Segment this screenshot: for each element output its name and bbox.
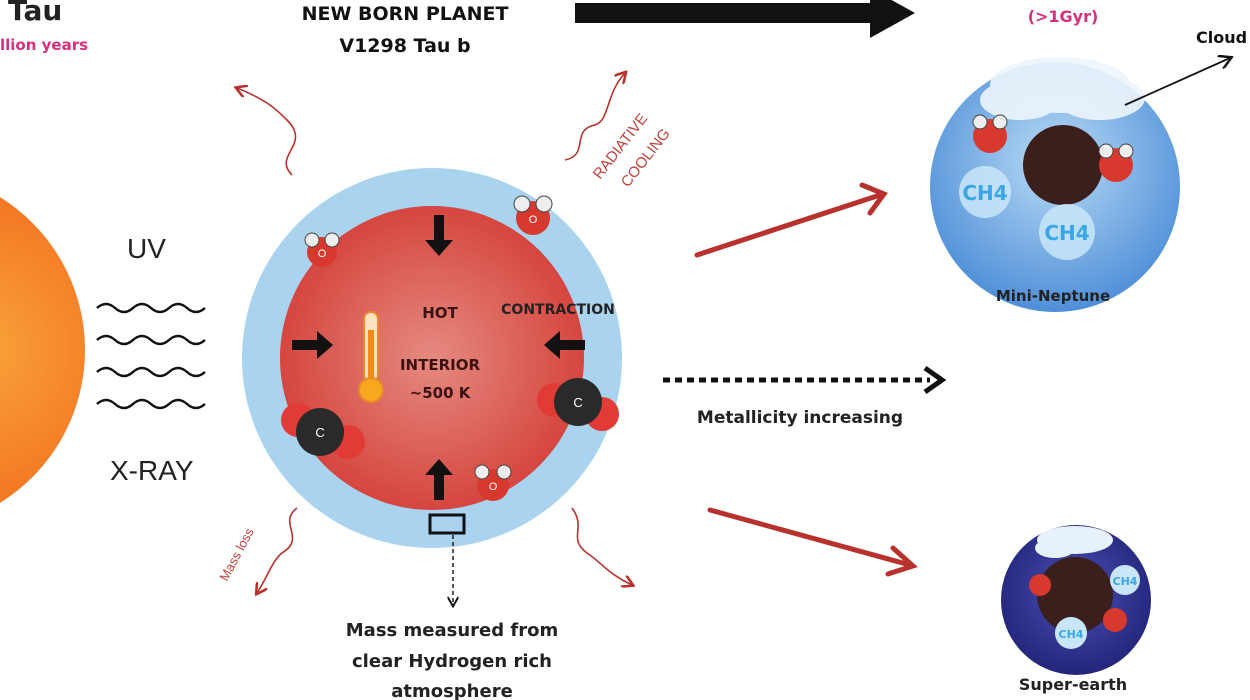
methane-molecule: CH4 CH4 xyxy=(959,166,1095,260)
cloud-icon xyxy=(1035,526,1113,558)
co2-molecule: C xyxy=(281,403,365,459)
interior-label-1: HOT xyxy=(422,304,458,322)
star-name: Tau xyxy=(8,0,62,27)
svg-text:C: C xyxy=(573,395,582,410)
water-molecule xyxy=(972,114,1008,153)
svg-text:O: O xyxy=(318,248,327,260)
radiation-waves xyxy=(96,302,206,410)
water-molecule xyxy=(1098,143,1134,182)
xray-label: X-RAY xyxy=(110,455,194,486)
contraction-label: CONTRACTION xyxy=(501,302,615,318)
uv-label: UV xyxy=(127,233,166,264)
mini-neptune-label: Mini-Neptune xyxy=(996,287,1110,305)
mass-note-3: atmosphere xyxy=(391,681,513,700)
svg-text:CH4: CH4 xyxy=(1044,221,1089,245)
super-earth-core xyxy=(1037,557,1113,633)
measurement-box xyxy=(428,513,466,535)
future-age: (>1Gyr) xyxy=(1028,7,1099,26)
planet-name: V1298 Tau b xyxy=(339,35,470,57)
cloud-pointer xyxy=(1124,58,1230,106)
svg-text:O: O xyxy=(489,481,498,493)
water-molecule: O xyxy=(304,232,340,267)
svg-text:CH4: CH4 xyxy=(962,181,1007,205)
metallicity-label: Metallicity increasing xyxy=(697,408,903,428)
cloud-label: Cloud xyxy=(1196,28,1247,47)
mass-loss-label: Mass loss xyxy=(216,525,257,584)
mass-note-1: Mass measured from xyxy=(346,620,558,641)
metallicity-arrow xyxy=(663,365,947,395)
time-arrow xyxy=(575,0,915,38)
svg-text:CH4: CH4 xyxy=(1059,628,1084,641)
cloud-icon xyxy=(980,57,1145,120)
interior-label-3: ~500 K xyxy=(410,384,472,402)
methane-molecule: CH4 CH4 xyxy=(1055,565,1140,649)
water-molecule xyxy=(1103,608,1127,632)
water-molecule: O xyxy=(513,195,553,235)
svg-text:C: C xyxy=(315,425,324,440)
svg-text:CH4: CH4 xyxy=(1113,575,1138,588)
super-earth-label: Super-earth xyxy=(1019,675,1127,694)
water-molecule: O xyxy=(474,464,512,501)
interior-label-2: INTERIOR xyxy=(400,356,480,374)
host-star xyxy=(0,197,85,503)
mass-note-2: clear Hydrogen rich xyxy=(352,651,552,672)
planet-title: NEW BORN PLANET xyxy=(302,3,509,25)
mini-neptune-core xyxy=(1023,125,1103,205)
svg-text:O: O xyxy=(529,214,538,226)
thermometer-icon xyxy=(358,311,384,403)
contraction-arrows xyxy=(292,215,585,500)
water-molecule xyxy=(1029,574,1051,596)
evolution-arrows xyxy=(694,182,918,577)
star-age: llion years xyxy=(0,36,88,54)
radiative-cooling-arrows xyxy=(237,73,632,593)
co2-molecule: C xyxy=(537,378,619,431)
